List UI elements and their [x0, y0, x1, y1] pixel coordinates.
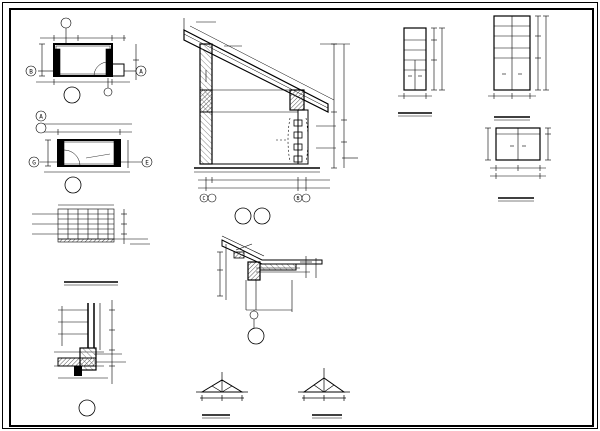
railing-base-band: [57, 238, 115, 243]
plan2-axis-tag-left: G: [32, 160, 36, 167]
plan1-axis-bubble-left: [25, 65, 37, 77]
eaves-axis-bubble: [249, 310, 259, 320]
plan2-axis-tag-right: E: [145, 160, 149, 167]
plan-detail-1: [36, 28, 139, 88]
plan2-axis-bubble-top2: [35, 122, 47, 134]
roof-axis-bubble-b2: [301, 193, 311, 203]
plan1-axis-bubble-right: [135, 65, 147, 77]
plan2-axis-bubble-top: [35, 110, 47, 122]
wall-section-detail: [54, 300, 126, 384]
plan1-axis-tag-right: A: [139, 69, 143, 76]
wall-section-marker: [78, 399, 96, 417]
plan2-detail-marker: [64, 176, 82, 194]
roof-axis-tag-c: C: [202, 196, 205, 202]
window-elevation-3: [485, 127, 551, 179]
eaves-beam-cut: [247, 261, 261, 281]
eaves-slab-cut: [259, 263, 297, 271]
plan1-axis-tag-left: B: [29, 69, 33, 76]
roof-axis-tag-b: B: [296, 196, 299, 202]
plan2-axis-bubble-left: [28, 156, 40, 168]
roof-axis-bubble-c2: [207, 193, 217, 203]
roof-section-marker-2: [253, 207, 271, 225]
window-elevation-1: [398, 27, 445, 99]
wall-corbel: [74, 366, 82, 376]
truss-detail-2: [298, 368, 350, 401]
wall-beam-cut: [79, 347, 97, 371]
eaves-upstand: [233, 251, 245, 259]
plan2-axis-tag-top: A: [39, 114, 43, 121]
plan1-axis-bubble-top: [60, 17, 72, 29]
plan-detail-2: [40, 123, 142, 173]
plan2-axis-bubble-right: [141, 156, 153, 168]
window-elevation-2: [488, 15, 549, 99]
sheet-inner-border: [9, 8, 594, 427]
plan1-axis-bubble-bottom: [103, 87, 113, 97]
roof-section: [183, 18, 358, 191]
eaves-detail: [217, 235, 323, 312]
eaves-detail-marker: [247, 327, 265, 345]
plan1-detail-marker: [63, 86, 81, 104]
truss-detail-1: [196, 372, 248, 401]
railing-detail: [32, 204, 150, 245]
roof-section-marker-1: [234, 207, 252, 225]
